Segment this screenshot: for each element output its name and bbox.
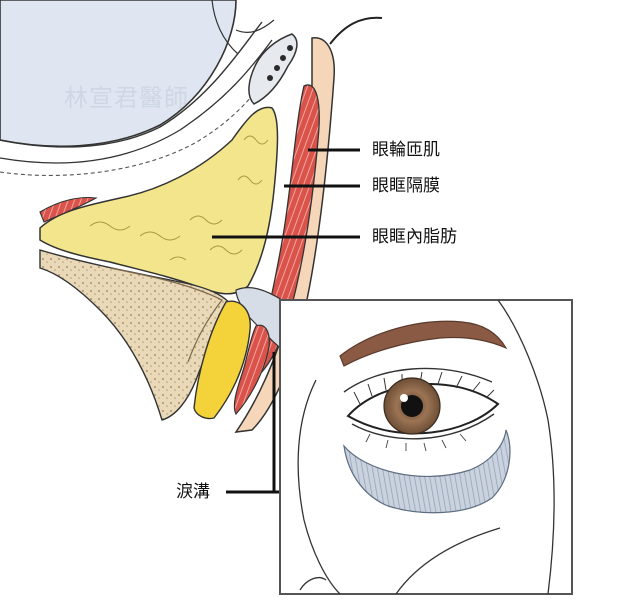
tarsal-plate [249,34,297,104]
label-tear-trough: 淚溝 [176,482,210,502]
eyeball-section [0,0,236,146]
label-orbicularis-oculi: 眼輪匝肌 [372,140,440,160]
label-orbital-fat: 眼眶內脂肪 [372,227,457,247]
eye-inset-frame [280,300,572,594]
label-orbital-septum: 眼眶隔膜 [372,176,440,196]
watermark: 林宣君醫師 [64,78,189,113]
